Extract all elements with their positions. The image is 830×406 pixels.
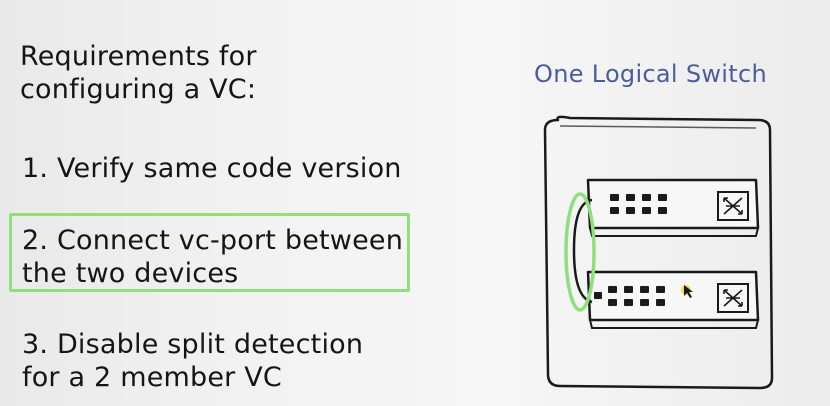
port-icon [642, 194, 651, 201]
requirement-item-3-line2: for a 2 member VC [22, 362, 282, 393]
port-icon [658, 194, 667, 201]
port-icon [656, 286, 665, 293]
virtual-chassis-diagram [543, 115, 774, 390]
requirement-item-2-line1: 2. Connect vc-port between [22, 225, 404, 256]
top-switch-ports [610, 194, 667, 214]
top-switch-fan-icon [717, 191, 749, 221]
port-icon [640, 286, 649, 293]
port-icon [594, 292, 602, 299]
requirements-heading-line2: configuring a VC: [20, 74, 257, 105]
port-icon [610, 207, 619, 214]
port-icon [640, 299, 649, 306]
port-icon [626, 194, 635, 201]
port-icon [610, 194, 619, 201]
port-icon [626, 207, 635, 214]
requirements-heading-line1: Requirements for [20, 41, 257, 72]
port-icon [624, 286, 633, 293]
port-icon [656, 299, 665, 306]
vc-port-link [572, 198, 593, 304]
vc-link-highlight [564, 192, 596, 312]
port-icon [642, 207, 651, 214]
requirement-item-2-line2: the two devices [22, 258, 239, 289]
port-icon [658, 207, 667, 214]
requirement-item-3: 3. Disable split detection for a 2 membe… [22, 328, 363, 394]
requirement-highlight-box [9, 213, 410, 292]
requirement-item-3-line1: 3. Disable split detection [22, 329, 364, 360]
logical-switch-enclosure [543, 115, 774, 390]
port-icon [624, 299, 633, 306]
requirement-item-1: 1. Verify same code version [22, 153, 402, 184]
requirements-heading: Requirements for configuring a VC: [20, 40, 257, 106]
bottom-switch-fan-icon [717, 283, 749, 313]
top-switch [586, 178, 760, 237]
logical-switch-label: One Logical Switch [534, 60, 767, 88]
port-icon [608, 299, 617, 306]
cursor-icon [684, 285, 693, 298]
bottom-switch-ports [594, 286, 665, 306]
bottom-switch [586, 270, 760, 329]
port-icon [608, 286, 617, 293]
requirement-item-2: 2. Connect vc-port between the two devic… [22, 224, 403, 290]
